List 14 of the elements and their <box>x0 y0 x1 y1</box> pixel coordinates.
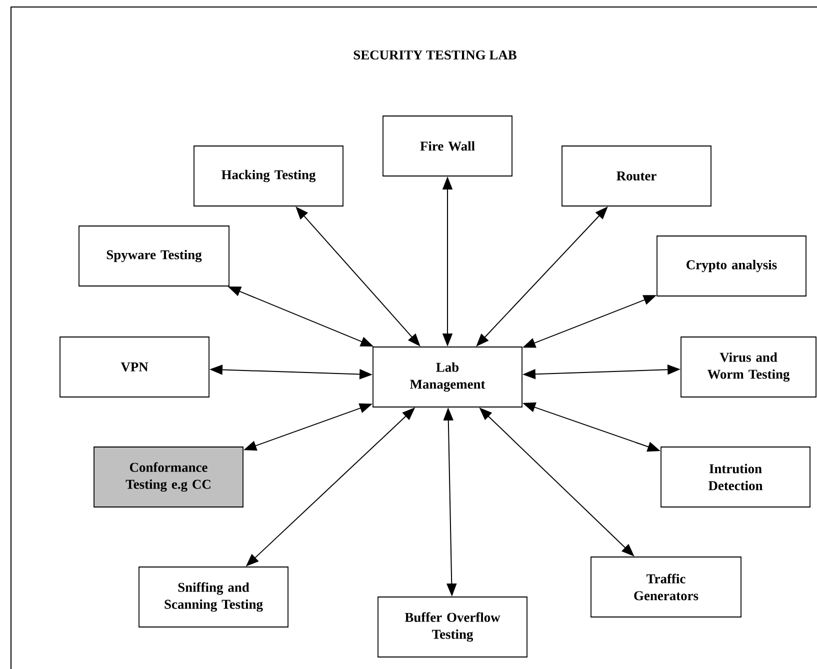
process-box: Intrution Detection <box>660 446 810 508</box>
process-box: Traffic Generators <box>590 556 742 618</box>
process-box: VPN <box>60 336 210 398</box>
process-box: Lab Management <box>372 346 522 408</box>
process-box: Sniffing and Scanning Testing <box>138 566 288 628</box>
process-box: Hacking Testing <box>194 146 344 206</box>
title: SECURITY TESTING LAB <box>354 50 516 60</box>
process-box: Spyware Testing <box>78 226 230 286</box>
process-box: Fire Wall <box>382 116 512 176</box>
process-box: Router <box>562 146 712 206</box>
process-box: Conformance Testing e.g CC <box>94 446 244 508</box>
process-box: Buffer Overflow Testing <box>378 596 528 658</box>
process-box: Virus and Worm Testing <box>680 336 816 398</box>
process-box: Crypto analysis <box>656 236 806 296</box>
